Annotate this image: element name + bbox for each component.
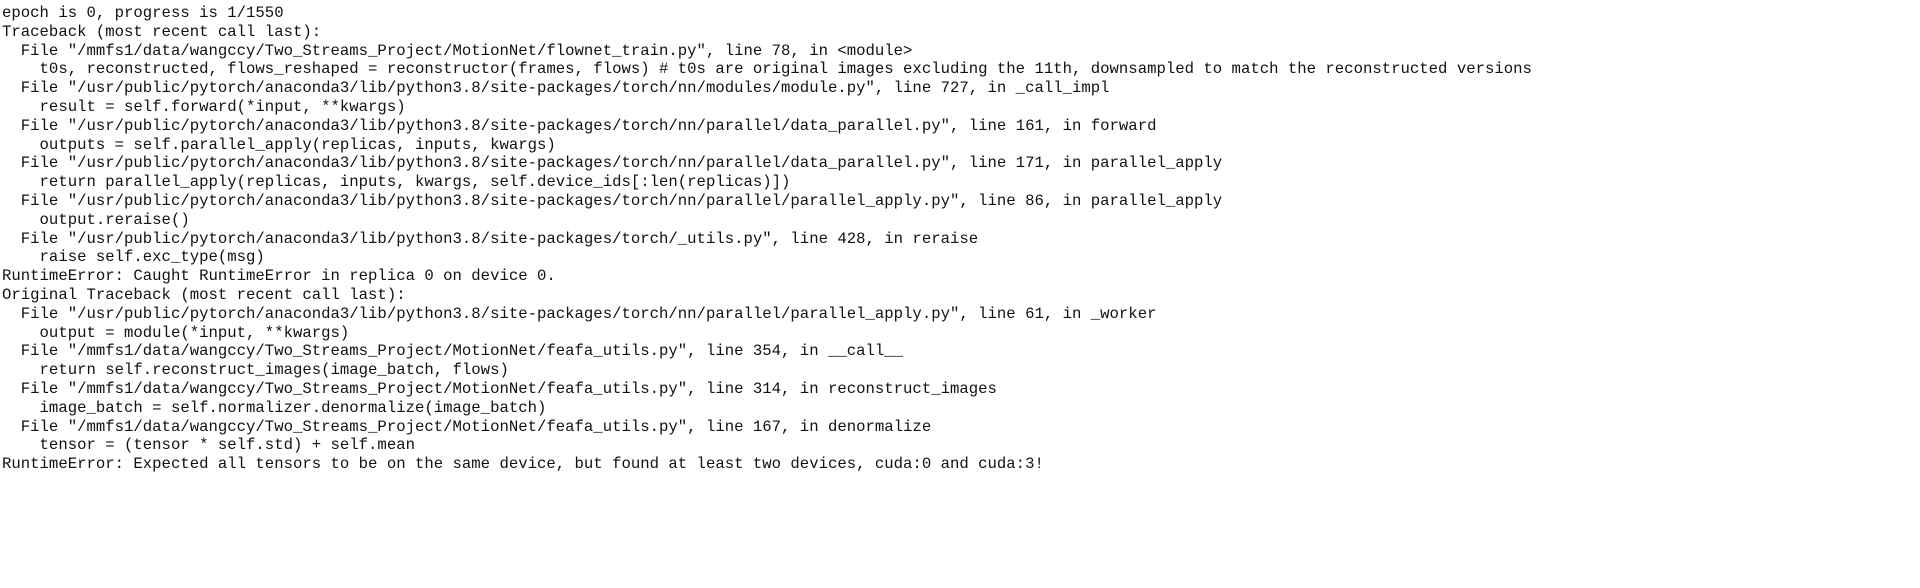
- terminal-line: File "/usr/public/pytorch/anaconda3/lib/…: [2, 191, 1223, 210]
- terminal-line: File "/mmfs1/data/wangccy/Two_Streams_Pr…: [2, 417, 932, 436]
- terminal-line: RuntimeError: Caught RuntimeError in rep…: [2, 267, 556, 286]
- terminal-line: File "/usr/public/pytorch/anaconda3/lib/…: [2, 229, 979, 248]
- terminal-line: RuntimeError: Expected all tensors to be…: [2, 455, 1044, 474]
- terminal-line: return self.reconstruct_images(image_bat…: [2, 361, 509, 380]
- terminal-line: File "/usr/public/pytorch/anaconda3/lib/…: [2, 79, 1110, 98]
- terminal-line: image_batch = self.normalizer.denormaliz…: [2, 398, 547, 417]
- terminal-line: result = self.forward(*input, **kwargs): [2, 97, 406, 116]
- terminal-line: outputs = self.parallel_apply(replicas, …: [2, 135, 556, 154]
- terminal-line: tensor = (tensor * self.std) + self.mean: [2, 436, 415, 455]
- terminal-line: Traceback (most recent call last):: [2, 22, 322, 41]
- terminal-line: File "/mmfs1/data/wangccy/Two_Streams_Pr…: [2, 41, 913, 60]
- terminal-line: epoch is 0, progress is 1/1550: [2, 4, 284, 22]
- terminal-line: File "/mmfs1/data/wangccy/Two_Streams_Pr…: [2, 379, 997, 398]
- terminal-line: t0s, reconstructed, flows_reshaped = rec…: [2, 60, 1532, 79]
- terminal-line: Original Traceback (most recent call las…: [2, 285, 406, 304]
- terminal-line: return parallel_apply(replicas, inputs, …: [2, 173, 791, 192]
- terminal-line: output = module(*input, **kwargs): [2, 323, 350, 342]
- terminal-line: File "/usr/public/pytorch/anaconda3/lib/…: [2, 154, 1223, 173]
- terminal-line: File "/usr/public/pytorch/anaconda3/lib/…: [2, 304, 1157, 323]
- terminal-line: File "/usr/public/pytorch/anaconda3/lib/…: [2, 116, 1157, 135]
- terminal-line: output.reraise(): [2, 210, 190, 229]
- terminal-line: raise self.exc_type(msg): [2, 248, 265, 267]
- terminal-line: File "/mmfs1/data/wangccy/Two_Streams_Pr…: [2, 342, 904, 361]
